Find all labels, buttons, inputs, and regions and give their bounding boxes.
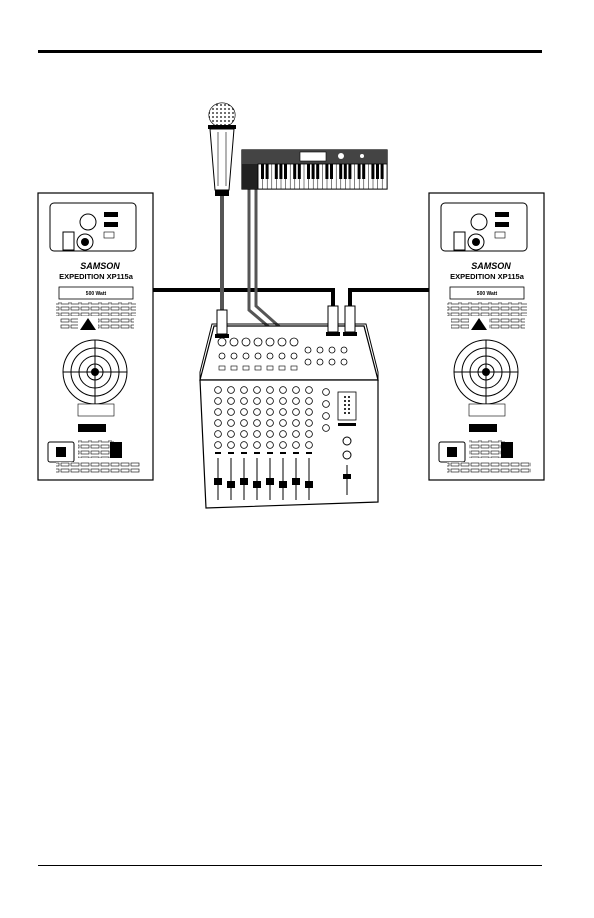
right-speaker-power: 500 Watt — [477, 291, 498, 297]
left-speaker-power: 500 Watt — [86, 291, 107, 297]
top-rule — [38, 50, 542, 53]
keyboard-cables — [247, 186, 301, 347]
right-speaker-brand: SAMSON — [471, 261, 511, 271]
microphone-icon — [208, 102, 236, 196]
keyboard-icon — [241, 149, 388, 190]
left-speaker-brand: SAMSON — [80, 261, 120, 271]
speaker-icon — [428, 192, 545, 481]
right-speaker-model: EXPEDITION XP115a — [450, 272, 525, 281]
xlr-connector-icon — [215, 305, 357, 338]
left-speaker-model: EXPEDITION XP115a — [59, 272, 134, 281]
mixer-icon — [199, 323, 379, 509]
speaker-icon — [37, 192, 154, 481]
bottom-rule — [38, 865, 542, 866]
